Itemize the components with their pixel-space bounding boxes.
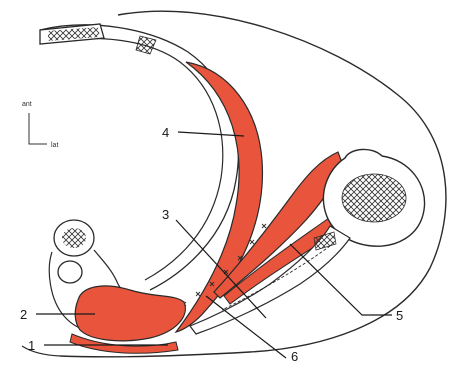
orientation-anterior-label: ant [22,101,32,108]
spinal-canal [58,261,82,283]
humerus-medulla-hatch [342,174,406,222]
label-6: 6 [291,349,298,364]
orientation-lateral-label: lat [51,142,58,149]
label-2: 2 [20,307,27,322]
vertebral-body-hatch [62,228,86,248]
label-1: 1 [28,338,35,353]
label-5: 5 [396,308,403,323]
orientation-marker: ant lat [22,101,58,149]
costal-cartilage-segment [136,36,156,54]
label-3: 3 [162,207,169,222]
orientation-axes [29,113,47,144]
muscle-2 [75,286,185,341]
label-4: 4 [162,125,169,140]
